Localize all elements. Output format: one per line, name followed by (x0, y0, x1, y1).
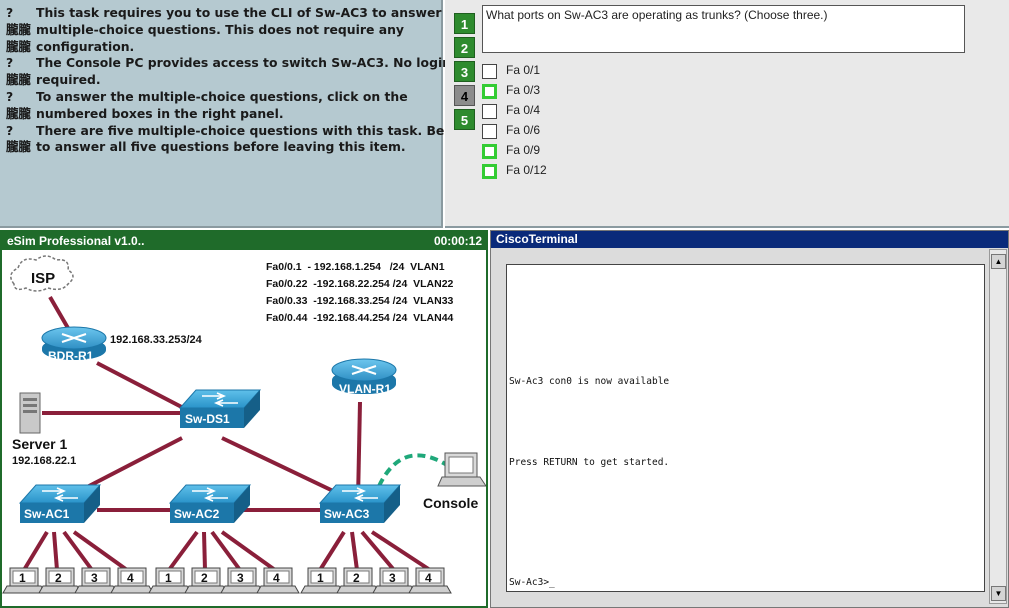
option-label: Fa 0/3 (506, 83, 541, 97)
sw-ds1-label: Sw-DS1 (185, 412, 230, 426)
option-label: Fa 0/6 (506, 123, 541, 137)
pc-label: 4 (273, 571, 280, 585)
question-number-4[interactable]: 4 (454, 85, 475, 106)
pc-icon[interactable] (336, 567, 380, 594)
server-ip: 192.168.22.1 (12, 455, 76, 467)
server-icon[interactable] (19, 392, 41, 434)
pc-icon[interactable] (372, 567, 416, 594)
link-vlanr1-ac3 (356, 401, 362, 501)
terminal-screen[interactable]: Sw-Ac3 con0 is now available Press RETUR… (506, 264, 985, 592)
pc-label: 4 (127, 571, 134, 585)
console-label: Console (423, 495, 478, 511)
scroll-down-icon[interactable]: ▼ (991, 586, 1006, 601)
scroll-up-icon[interactable]: ▲ (991, 254, 1006, 269)
instructions-panel: ?This task requires you to use the CLI o… (0, 0, 480, 228)
vlan-r1-label: VLAN-R1 (339, 382, 391, 396)
sw-ac3-label: Sw-AC3 (324, 507, 370, 521)
pc-group-ac1: 1 2 3 4 (2, 567, 154, 594)
sw-ac1-label: Sw-AC1 (24, 507, 70, 521)
switch-icon[interactable] (168, 484, 252, 523)
network-topology: ISP BDR-R1 192.168.33.253/24 Fa0/0.1 - 1… (2, 255, 486, 594)
instruction-line: ?To answer the multiple-choice questions… (6, 88, 408, 104)
switch-icon[interactable] (18, 484, 102, 523)
instruction-line: ?This task requires you to use the CLI o… (6, 5, 472, 20)
esim-title: eSim Professional v1.0.. (7, 234, 145, 248)
question-text: What ports on Sw-AC3 are operating as tr… (482, 5, 965, 53)
pc-label: 1 (165, 571, 172, 585)
terminal-line: Press RETURN to get started. (509, 457, 670, 468)
option-label: Fa 0/4 (506, 103, 541, 117)
bdr-r1-label: BDR-R1 (48, 349, 94, 363)
pc-icon[interactable] (38, 567, 82, 594)
pc-icon[interactable] (256, 567, 300, 594)
subinterface-line: Fa0/0.33 -192.168.33.254 /24 VLAN33 (266, 295, 454, 307)
question-number-3[interactable]: 3 (454, 61, 475, 82)
pc-icon[interactable] (220, 567, 264, 594)
pc-label: 3 (91, 571, 98, 585)
pc-icon[interactable] (110, 567, 154, 594)
subinterface-list: Fa0/0.1 - 192.168.1.254 /24 VLAN1 Fa0/0.… (266, 261, 454, 324)
option-checkbox[interactable] (482, 124, 497, 139)
cisco-terminal: CiscoTerminal Sw-Ac3 con0 is now availab… (490, 230, 1009, 608)
pc-icon[interactable] (408, 567, 452, 594)
subinterface-line: Fa0/0.44 -192.168.44.254 /24 VLAN44 (266, 312, 454, 324)
pc-icon[interactable] (184, 567, 228, 594)
instruction-line: ?There are five multiple-choice question… (6, 122, 480, 138)
subinterface-line: Fa0/0.1 - 192.168.1.254 /24 VLAN1 (266, 261, 445, 273)
pc-group-ac3: 1 2 3 4 (300, 567, 452, 594)
timer: 00:00:12 (433, 234, 482, 248)
pc-label: 2 (353, 571, 360, 585)
question-panel: 1 2 3 4 5 What ports on Sw-AC3 are opera… (445, 0, 1009, 228)
terminal-scrollbar[interactable]: ▲ ▼ (989, 249, 1007, 604)
option-checkbox[interactable] (482, 104, 497, 119)
option-checkbox[interactable] (482, 164, 497, 179)
pc-icon[interactable] (2, 567, 46, 594)
bdr-r1-ip: 192.168.33.253/24 (110, 334, 203, 346)
router-icon[interactable] (41, 326, 107, 360)
esim-titlebar: eSim Professional v1.0.. 00:00:12 (2, 232, 486, 250)
terminal-line: Sw-Ac3 con0 is now available (509, 376, 670, 387)
pc-label: 3 (389, 571, 396, 585)
link-bdr-ds1 (96, 361, 198, 417)
switch-icon[interactable] (318, 484, 402, 523)
pc-label: 3 (237, 571, 244, 585)
esim-panel: eSim Professional v1.0.. 00:00:12 (0, 230, 488, 608)
pc-label: 1 (317, 571, 324, 585)
instruction-line: ?The Console PC provides access to switc… (6, 55, 467, 71)
subinterface-line: Fa0/0.22 -192.168.22.254 /24 VLAN22 (266, 278, 454, 290)
console-pc-icon[interactable] (437, 452, 486, 487)
switch-icon[interactable] (178, 389, 262, 428)
pc-label: 2 (201, 571, 208, 585)
option-label: Fa 0/9 (506, 143, 541, 157)
pc-label: 2 (55, 571, 62, 585)
pc-label: 4 (425, 571, 432, 585)
question-number-2[interactable]: 2 (454, 37, 475, 58)
isp-cloud-icon (10, 255, 74, 292)
isp-label: ISP (31, 270, 55, 287)
option-checkbox[interactable] (482, 64, 497, 79)
sw-ac2-label: Sw-AC2 (174, 507, 220, 521)
router-icon[interactable] (331, 358, 397, 394)
question-number-5[interactable]: 5 (454, 109, 475, 130)
option-checkbox[interactable] (482, 84, 497, 99)
option-label: Fa 0/12 (506, 163, 547, 177)
option-checkbox[interactable] (482, 144, 497, 159)
pc-group-ac2: 1 2 3 4 (148, 567, 300, 594)
option-label: Fa 0/1 (506, 63, 541, 77)
link-ds1-ac3 (221, 436, 353, 502)
pc-label: 1 (19, 571, 26, 585)
terminal-prompt: Sw-Ac3>_ (509, 577, 555, 588)
question-number-1[interactable]: 1 (454, 13, 475, 34)
terminal-titlebar: CiscoTerminal (491, 231, 1008, 248)
server-name: Server 1 (12, 436, 67, 452)
